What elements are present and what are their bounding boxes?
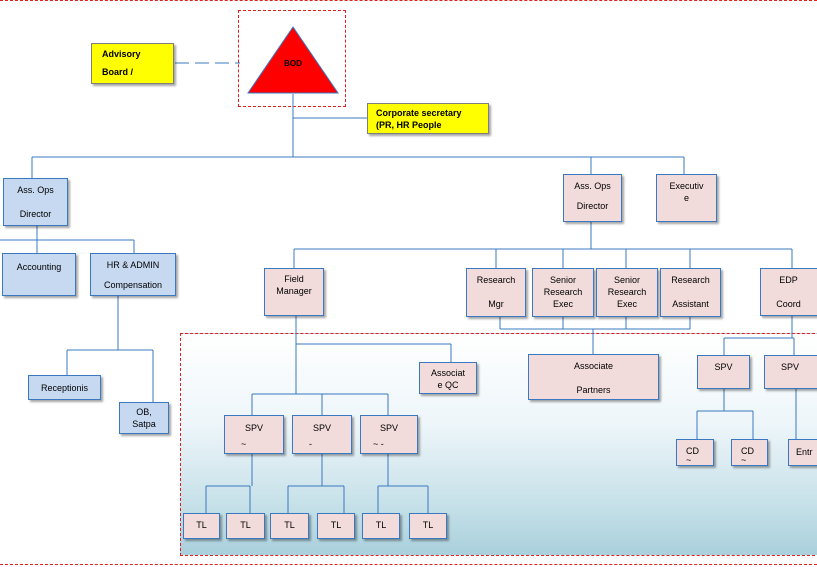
hr-admin-line2: Compensation (103, 280, 163, 290)
bod-label: BOD (284, 59, 302, 68)
field-manager-box[interactable]: Field Manager (264, 268, 324, 316)
tl-label: TL (196, 520, 207, 530)
tl-box-5[interactable]: TL (362, 513, 400, 539)
spv1-line1: SPV (244, 423, 263, 433)
hr-admin-box[interactable]: HR & ADMIN Compensation (90, 253, 176, 296)
receptionist-label: Receptionis (40, 383, 89, 393)
edp-spv1-label: SPV (714, 362, 733, 372)
advisory-board-box[interactable]: Advisory Board / (91, 43, 174, 84)
corporate-secretary-box[interactable]: Corporate secretary (PR, HR People (367, 103, 489, 134)
research-mgr-line1: Research (476, 275, 516, 285)
senior-exec-2-line1: Senior (613, 275, 640, 285)
research-mgr-box[interactable]: Research Mgr (466, 268, 526, 317)
ass-ops-director-right[interactable]: Ass. Ops Director (563, 174, 622, 222)
research-assistant-line1: Research (671, 275, 710, 285)
tl-label: TL (330, 520, 342, 530)
corp-sec-line2: (PR, HR People (376, 120, 442, 130)
senior-exec-2-line3: Exec (616, 299, 637, 309)
senior-research-exec-box-1[interactable]: Senior Research Exec (532, 268, 594, 317)
tl-box-2[interactable]: TL (226, 513, 265, 539)
corp-sec-line1: Corporate secretary (376, 108, 462, 118)
tl-box-4[interactable]: TL (317, 513, 355, 539)
edp-coord-box[interactable]: EDP Coord (760, 268, 817, 316)
tl-box-3[interactable]: TL (270, 513, 309, 539)
advisory-line2: Board / (102, 67, 134, 77)
ob-line1: OB, (136, 407, 152, 417)
edp-spv-box-2[interactable]: SPV (764, 355, 817, 389)
associate-qc-line2: e QC (437, 380, 459, 390)
spv-box-3[interactable]: SPV ~ - (360, 415, 418, 454)
executive-line2: e (683, 193, 689, 203)
cd1-line1: CD (686, 446, 699, 456)
field-manager-line2: Manager (276, 286, 312, 296)
tl-label: TL (375, 520, 387, 530)
cd2-line2: ~ (741, 455, 747, 465)
spv2-line2: - (309, 439, 312, 449)
ass-ops-left-line2: Director (19, 209, 52, 219)
ass-ops-left-line1: Ass. Ops (17, 185, 54, 195)
associate-qc-box[interactable]: Associat e QC (419, 362, 477, 394)
accounting-box[interactable]: Accounting (2, 253, 76, 296)
senior-exec-1-line2: Research (543, 287, 583, 297)
entry-box[interactable]: Entr (788, 439, 817, 466)
senior-exec-1-line1: Senior (549, 275, 576, 285)
spv-box-1[interactable]: SPV ~ (224, 415, 284, 454)
spv3-line1: SPV (379, 423, 398, 433)
associate-partners-box[interactable]: Associate Partners (528, 354, 659, 400)
edp-spv2-label: SPV (780, 362, 799, 372)
ob-line2: Satpa (132, 419, 156, 429)
advisory-line1: Advisory (102, 49, 141, 59)
spv1-line2: ~ (241, 439, 247, 449)
research-assistant-box[interactable]: Research Assistant (660, 268, 721, 317)
spv2-line1: SPV (312, 423, 331, 433)
research-mgr-line2: Mgr (488, 299, 504, 309)
associate-qc-line1: Associat (430, 368, 465, 378)
top-dashed-border (0, 0, 817, 2)
accounting-label: Accounting (16, 262, 62, 272)
spv3-line2: ~ - (373, 439, 384, 449)
receptionist-box[interactable]: Receptionis (28, 375, 101, 400)
cd-box-2[interactable]: CD ~ (731, 439, 768, 466)
tl-label: TL (284, 520, 295, 530)
tl-box-6[interactable]: TL (409, 513, 447, 539)
ass-ops-director-left[interactable]: Ass. Ops Director (3, 178, 68, 226)
associate-partners-line2: Partners (576, 385, 611, 395)
research-assistant-line2: Assistant (672, 299, 709, 309)
bod-frame (238, 10, 346, 107)
entry-label: Entr (796, 447, 813, 457)
hr-admin-line1: HR & ADMIN (106, 260, 160, 270)
bottom-dashed-border (0, 564, 817, 566)
tl-label: TL (422, 520, 434, 530)
associate-partners-line1: Associate (573, 361, 614, 371)
cd1-line2: ~ (686, 455, 692, 465)
ob-satpa-box[interactable]: OB, Satpa (119, 402, 169, 434)
bod-triangle (247, 26, 339, 94)
tl-box-1[interactable]: TL (183, 513, 220, 539)
ass-ops-right-line2: Director (576, 201, 609, 211)
ass-ops-right-line1: Ass. Ops (574, 181, 611, 191)
senior-exec-1-line3: Exec (552, 299, 573, 309)
executive-line1: Executiv (669, 181, 704, 191)
edp-spv-box-1[interactable]: SPV (697, 355, 750, 389)
edp-line2: Coord (776, 299, 801, 309)
executive-box[interactable]: Executiv e (656, 174, 717, 222)
spv-box-2[interactable]: SPV - (292, 415, 352, 454)
cd-box-1[interactable]: CD ~ (676, 439, 714, 466)
cd2-line1: CD (741, 446, 754, 456)
tl-label: TL (240, 520, 251, 530)
senior-research-exec-box-2[interactable]: Senior Research Exec (596, 268, 658, 317)
senior-exec-2-line2: Research (607, 287, 647, 297)
field-manager-line1: Field (284, 274, 304, 284)
edp-line1: EDP (779, 275, 798, 285)
